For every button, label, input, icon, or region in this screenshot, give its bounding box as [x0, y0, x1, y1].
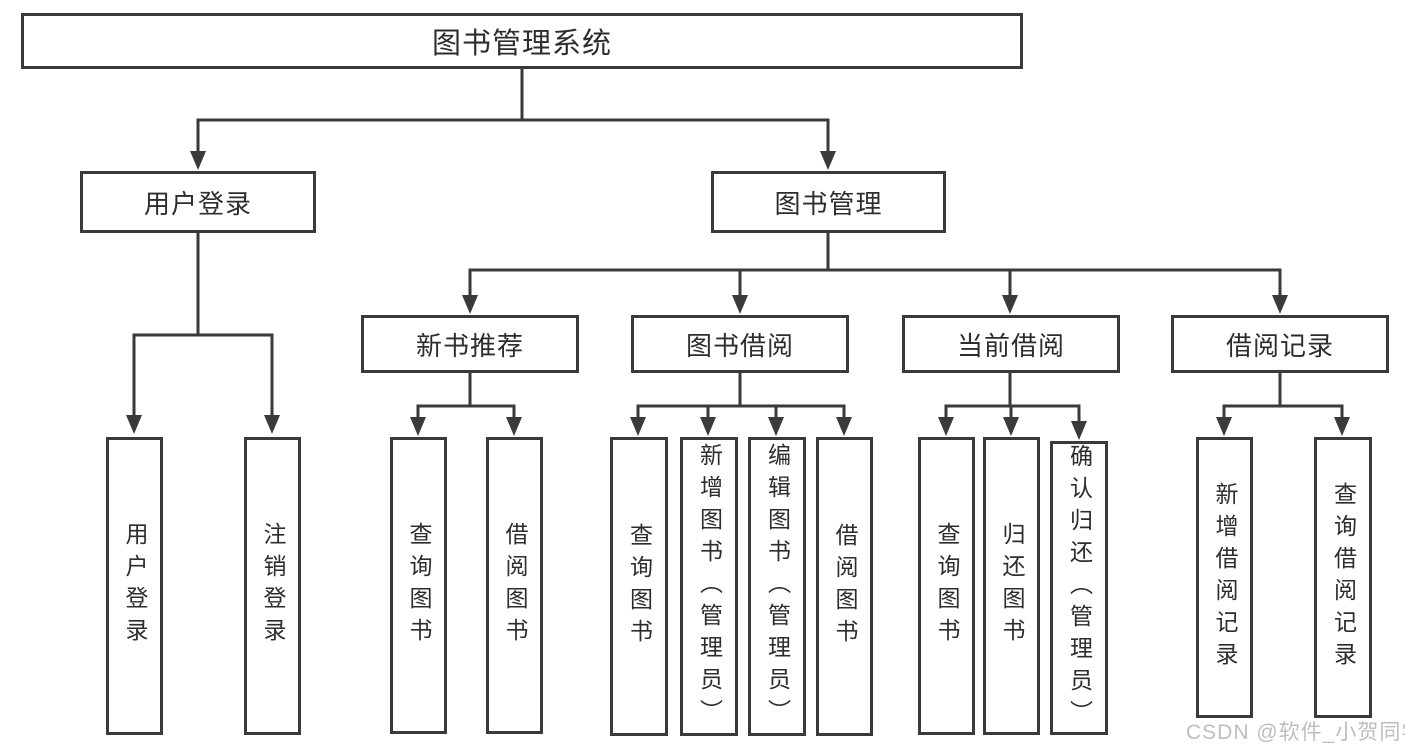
node-user-login-label: 用户登录 — [143, 188, 252, 219]
node-library-system: 图书管理系统 — [21, 13, 1023, 69]
node-query-borrow-record: 查询借阅记录 — [1314, 437, 1372, 718]
node-query-books-current-label: 查询图书 — [934, 522, 960, 650]
node-borrowing-records: 借阅记录 — [1171, 315, 1389, 373]
arrowheads — [126, 151, 1350, 440]
node-book-management: 图书管理 — [711, 171, 946, 233]
node-borrow-books-leaf: 借阅图书 — [816, 437, 873, 736]
watermark: CSDN @软件_小贺同学 — [1186, 721, 1405, 744]
node-book-borrowing: 图书借阅 — [631, 315, 849, 373]
node-add-borrow-record-label: 新增借阅记录 — [1212, 481, 1238, 674]
node-current-borrowing-label: 当前借阅 — [956, 330, 1065, 361]
node-query-books-borrowing-label: 查询图书 — [626, 522, 653, 651]
node-confirm-return-admin-label: 确认归还（管理员） — [1066, 444, 1093, 732]
node-user-login-leaf: 用户登录 — [106, 437, 163, 735]
node-return-books-label: 归还图书 — [999, 522, 1025, 650]
node-query-books-borrowing: 查询图书 — [610, 437, 668, 736]
node-borrow-books-leaf-label: 借阅图书 — [832, 522, 858, 651]
node-confirm-return-admin: 确认归还（管理员） — [1050, 441, 1108, 735]
node-borrow-books-recommend: 借阅图书 — [486, 437, 543, 734]
node-query-borrow-record-label: 查询借阅记录 — [1330, 481, 1357, 674]
node-user-login: 用户登录 — [80, 171, 316, 233]
node-logout-label: 注销登录 — [260, 522, 286, 650]
node-library-system-label: 图书管理系统 — [431, 28, 612, 60]
node-query-books-recommend: 查询图书 — [390, 437, 447, 734]
node-book-borrowing-label: 图书借阅 — [685, 330, 794, 361]
node-edit-books-admin-label: 编辑图书（管理员） — [764, 442, 791, 731]
node-current-borrowing: 当前借阅 — [902, 315, 1120, 373]
node-new-book-recommendation: 新书推荐 — [361, 315, 579, 373]
node-add-books-admin-label: 新增图书（管理员） — [696, 442, 723, 731]
node-add-books-admin: 新增图书（管理员） — [680, 437, 738, 736]
node-borrow-books-recommend-label: 借阅图书 — [502, 521, 528, 650]
node-query-books-recommend-label: 查询图书 — [406, 521, 432, 650]
node-user-login-leaf-label: 用户登录 — [122, 522, 148, 650]
node-new-book-recommendation-label: 新书推荐 — [415, 330, 524, 361]
node-add-borrow-record: 新增借阅记录 — [1196, 437, 1253, 718]
node-return-books: 归还图书 — [983, 437, 1040, 735]
node-query-books-current: 查询图书 — [918, 437, 975, 735]
node-edit-books-admin: 编辑图书（管理员） — [748, 437, 806, 736]
node-book-management-label: 图书管理 — [774, 188, 883, 219]
node-logout: 注销登录 — [244, 437, 301, 735]
node-borrowing-records-label: 借阅记录 — [1225, 330, 1334, 361]
